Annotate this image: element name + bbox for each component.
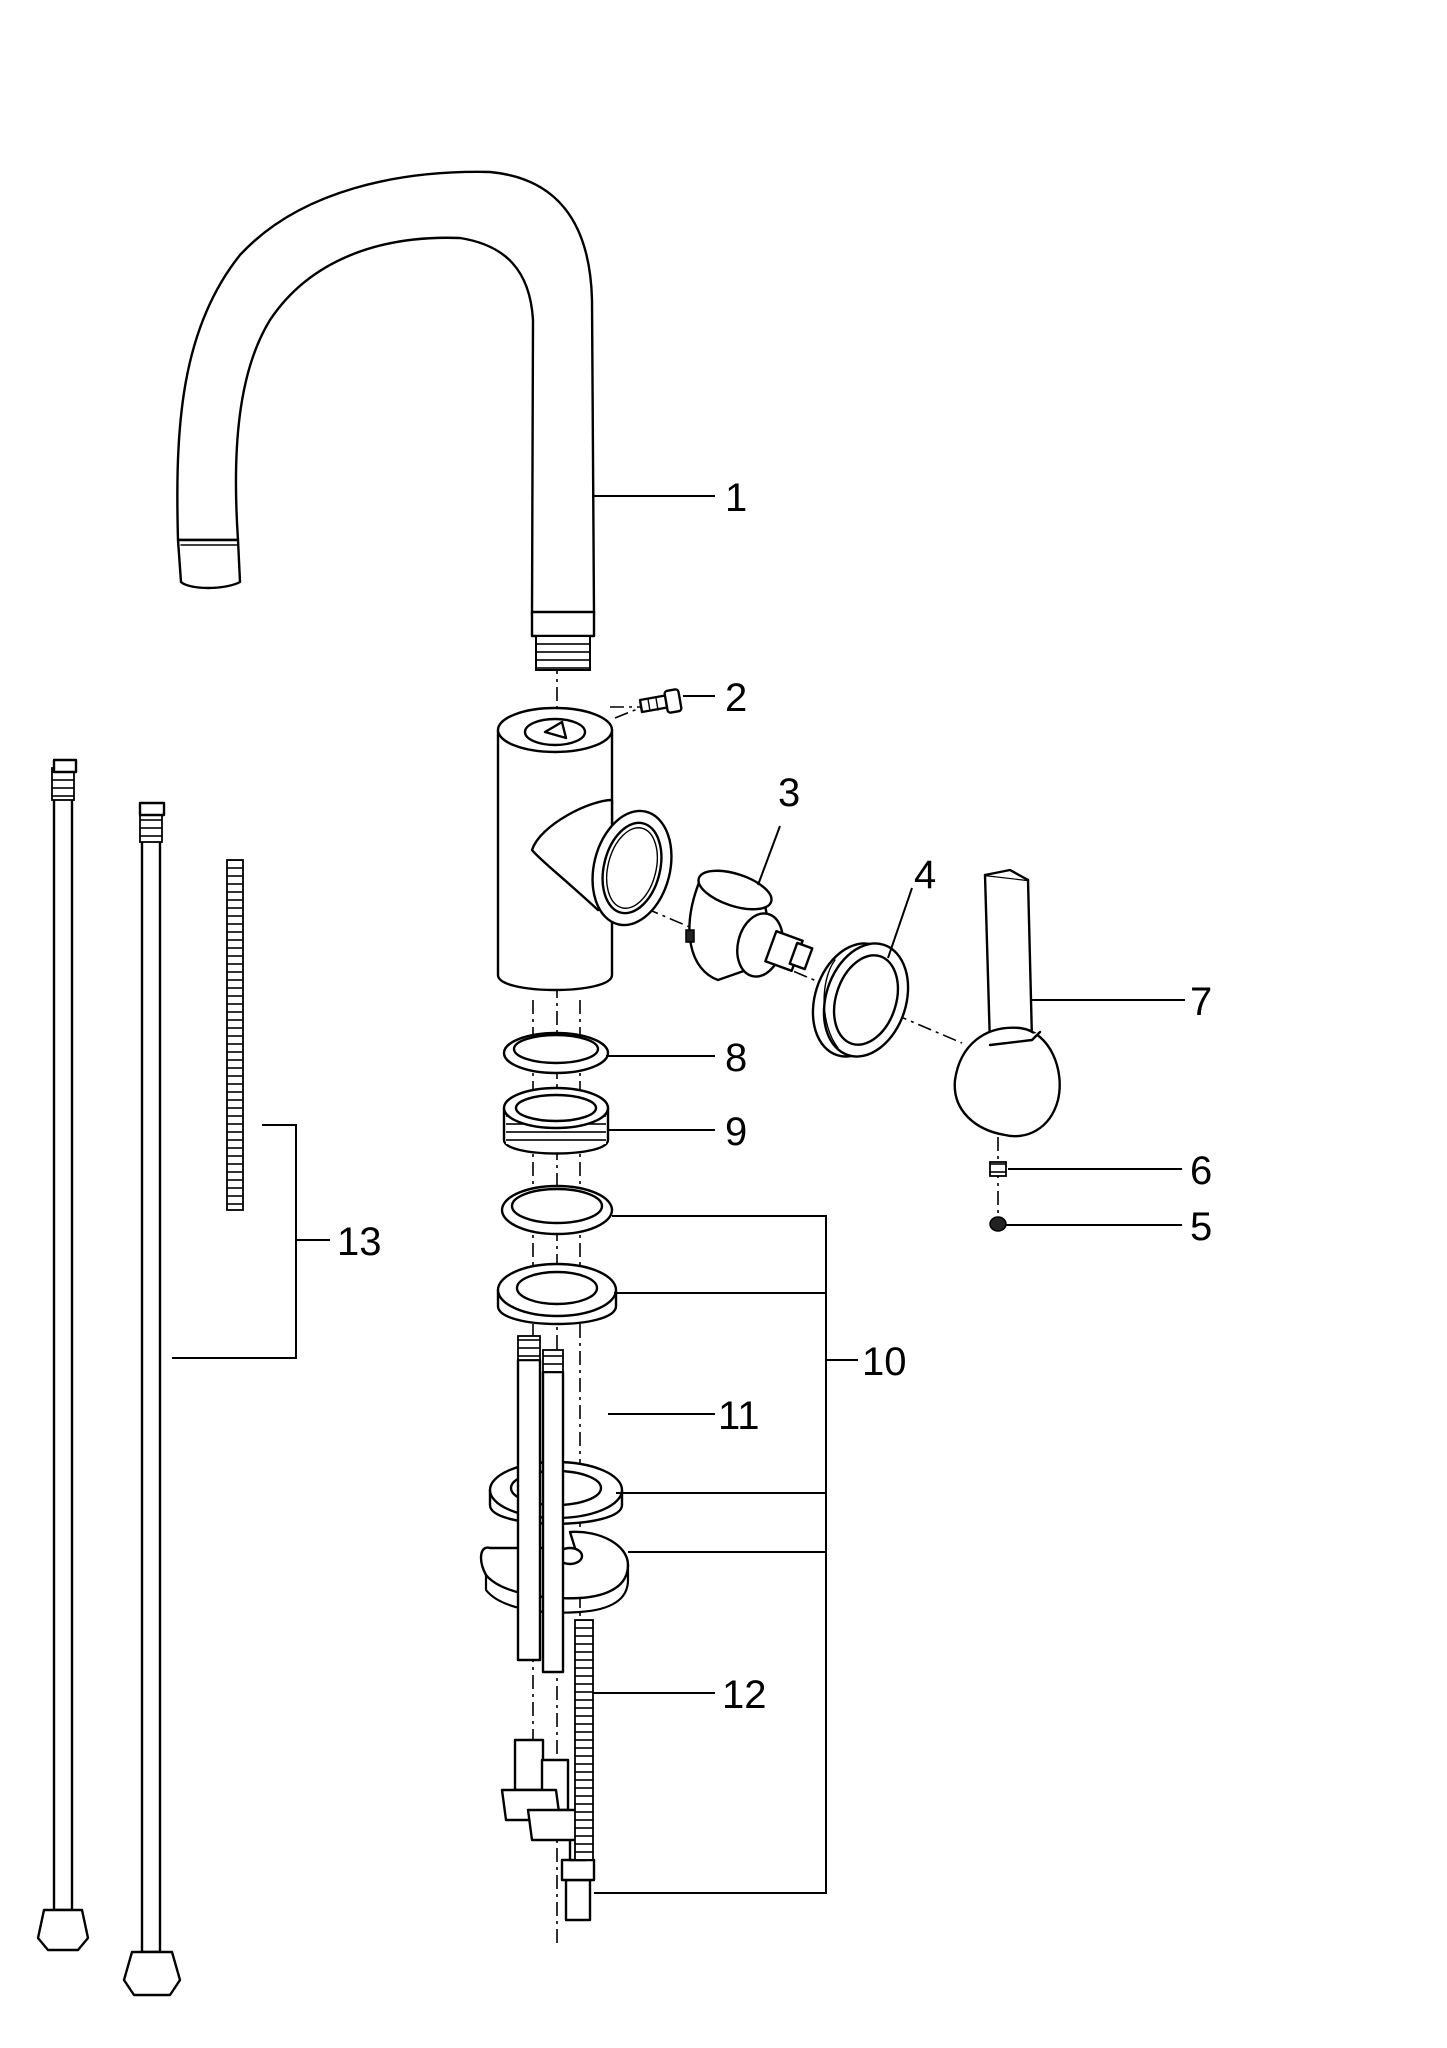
callout-6: 6 — [1190, 1149, 1212, 1193]
faucet-body — [496, 706, 673, 992]
part-3-cartridge — [685, 869, 814, 982]
callout-labels: 1 2 3 4 5 6 7 8 9 10 11 12 13 — [337, 476, 1212, 1717]
part-8-o-ring — [502, 1031, 610, 1075]
part-1-spout — [176, 170, 596, 671]
part-6-grub-screw — [989, 1161, 1007, 1177]
leader-lines — [172, 495, 1185, 1894]
part-11-supply-connectors — [500, 1335, 588, 1842]
part-2-screw — [638, 688, 683, 714]
callout-5: 5 — [1190, 1205, 1212, 1249]
callout-2: 2 — [725, 676, 747, 720]
callout-9: 9 — [725, 1110, 747, 1154]
callout-1: 1 — [725, 476, 747, 520]
callout-4: 4 — [914, 853, 936, 897]
callout-12: 12 — [722, 1673, 767, 1717]
callout-10: 10 — [862, 1340, 907, 1384]
part-4-nut — [811, 942, 910, 1058]
callout-11: 11 — [718, 1394, 760, 1438]
callout-7: 7 — [1190, 980, 1212, 1024]
part-7-lever-handle — [953, 868, 1061, 1138]
callout-3: 3 — [778, 771, 800, 815]
part-13-hose-kit — [36, 758, 244, 1997]
part-12-threaded-rod — [574, 1619, 594, 1861]
callout-13: 13 — [337, 1220, 382, 1264]
callout-8: 8 — [725, 1036, 747, 1080]
part-5-cap — [989, 1216, 1007, 1232]
part-9-threaded-nipple — [502, 1086, 610, 1155]
